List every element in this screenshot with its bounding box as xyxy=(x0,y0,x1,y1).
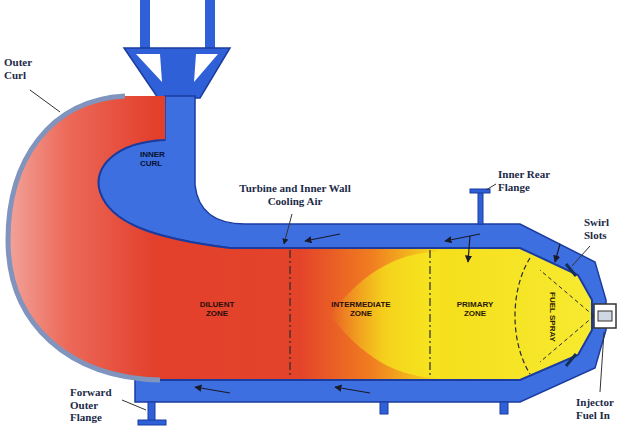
part-label: Swirl Slots xyxy=(584,216,624,241)
leader-line xyxy=(30,90,60,112)
leader-line xyxy=(284,214,292,244)
liner-wall xyxy=(98,140,592,380)
swirl-slot xyxy=(566,354,576,366)
zone-label: PRIMARY ZONE xyxy=(452,300,498,318)
part-label: Outer Curl xyxy=(4,56,46,81)
flange-cutout xyxy=(136,54,162,82)
spray-boundary xyxy=(515,258,530,374)
swirl-slot xyxy=(566,264,576,276)
mount-stub xyxy=(500,402,508,414)
turbine-flange xyxy=(124,48,230,98)
injector-nozzle xyxy=(598,311,612,321)
turbine-pipe xyxy=(205,0,215,50)
leader-line xyxy=(572,246,590,266)
air-arrow xyxy=(555,244,560,262)
air-arrow xyxy=(445,234,480,241)
leader-line xyxy=(486,184,496,190)
combustion-gas xyxy=(8,96,592,380)
fuel-injector xyxy=(594,304,616,328)
part-label: Injector Fuel In xyxy=(576,396,628,421)
rear-flange xyxy=(478,192,483,224)
turbine-pipe xyxy=(140,0,150,50)
outer-curl-wall xyxy=(8,96,160,380)
zone-label: INNER CURL xyxy=(140,150,184,168)
zone-label: INTERMEDIATE ZONE xyxy=(328,300,394,318)
air-arrow xyxy=(468,236,470,262)
air-arrow xyxy=(195,387,230,393)
zone-divider xyxy=(429,250,430,378)
flange-cutout xyxy=(194,54,218,82)
mount-stub xyxy=(380,402,388,414)
air-arrow xyxy=(335,387,370,393)
part-label: Inner Rear Flange xyxy=(498,168,566,193)
forward-flange xyxy=(138,420,166,425)
leader-line xyxy=(600,332,604,392)
part-label: Turbine and Inner Wall Cooling Air xyxy=(236,182,354,207)
flame-cone xyxy=(330,252,440,378)
zone-label: DILUENT ZONE xyxy=(194,300,240,318)
air-arrow xyxy=(305,234,340,241)
zone-label: FUEL SPRAY xyxy=(548,292,557,342)
part-label: Forward Outer Flange xyxy=(70,386,122,424)
leader-line xyxy=(122,400,146,410)
zone-divider xyxy=(289,250,290,378)
